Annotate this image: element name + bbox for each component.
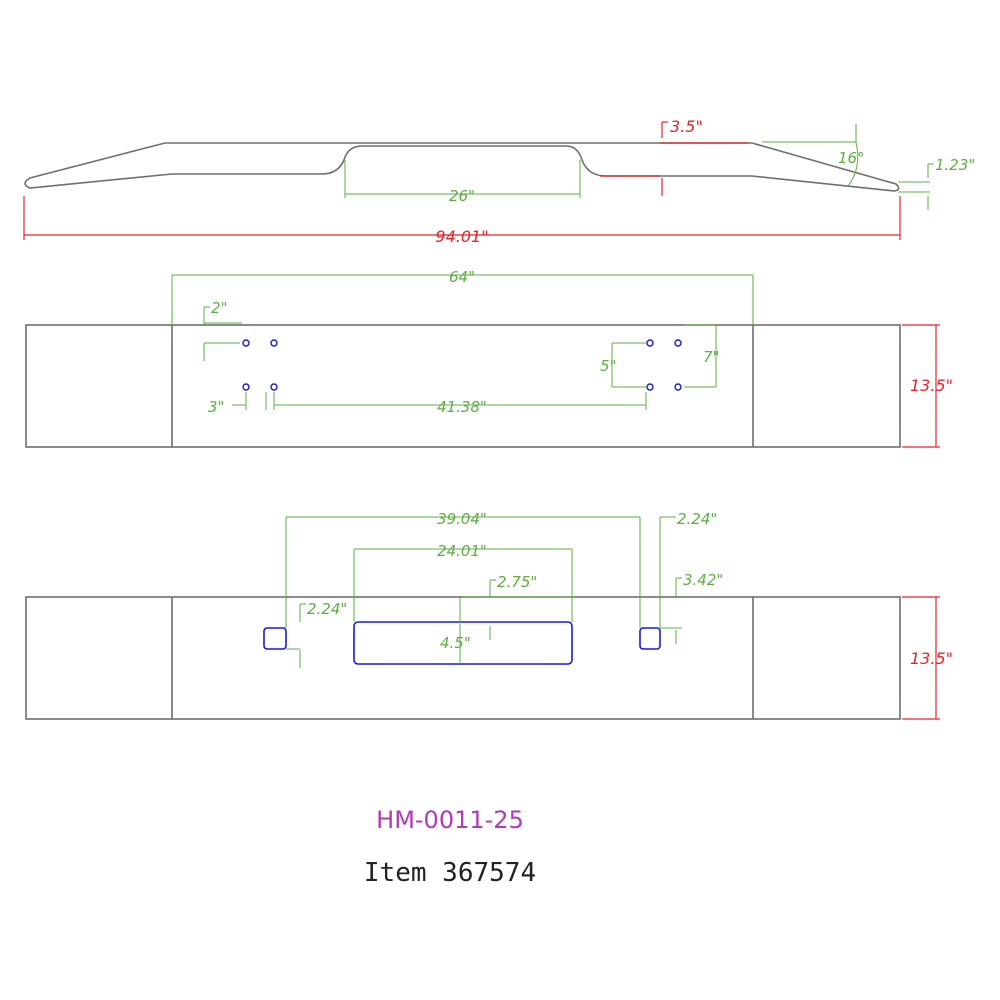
dim-arc-angle	[847, 141, 859, 187]
dim-right-slot-width: 2.24"	[677, 510, 717, 528]
dim-center-length: 26"	[449, 187, 475, 205]
dim-drop: 3.5"	[670, 117, 703, 136]
mounting-hole	[674, 339, 682, 347]
bumper-top-profile	[24, 142, 900, 192]
dim-height-bottom: 13.5"	[910, 649, 953, 668]
bumper-front-outline	[25, 324, 901, 448]
bumper-bottom-outline	[25, 596, 901, 720]
dim-hole-spacing-inner: 41.38"	[437, 398, 487, 416]
right-slot-cutout	[639, 627, 661, 650]
part-number: HM-0011-25	[376, 806, 524, 834]
dim-edge-offset: 2"	[211, 299, 227, 317]
dim-cutout-span: 39.04"	[437, 510, 487, 528]
left-slot-cutout	[263, 627, 287, 650]
mounting-hole	[646, 339, 654, 347]
dim-angle: 16°	[838, 149, 865, 167]
mounting-hole	[270, 339, 278, 347]
mounting-hole	[242, 339, 250, 347]
dim-end-height: 1.23"	[935, 156, 975, 174]
dim-hole-vertical-7: 7"	[703, 348, 719, 366]
dim-overall-length: 94.01"	[435, 227, 488, 246]
mounting-hole	[270, 383, 278, 391]
bottom-view: 39.04" 24.01" 2.75" 4.5" 2.24" 2.24" 3.4…	[25, 510, 953, 720]
center-cutout	[353, 621, 573, 665]
dim-left-slot-width: 2.24"	[307, 600, 347, 618]
dim-center-cutout-width: 24.01"	[437, 542, 487, 560]
dim-hole-spacing-small: 3"	[208, 398, 224, 416]
dim-right-slot-height: 3.42"	[683, 571, 723, 589]
dim-hole-span: 64"	[449, 268, 475, 286]
mounting-hole	[242, 383, 250, 391]
dim-center-half: 2.75"	[497, 573, 537, 591]
dim-height-front: 13.5"	[910, 376, 953, 395]
dim-hole-vertical-5: 5"	[600, 357, 616, 375]
mounting-hole	[646, 383, 654, 391]
top-view: 94.01" 26" 3.5" 16° 1.23"	[23, 117, 975, 246]
mounting-hole	[674, 383, 682, 391]
front-view: 64" 2" 3" 41.38" 5" 7" 13.5"	[25, 268, 953, 448]
dim-center-cutout-height: 4.5"	[440, 634, 471, 652]
item-number: Item 367574	[363, 858, 537, 888]
